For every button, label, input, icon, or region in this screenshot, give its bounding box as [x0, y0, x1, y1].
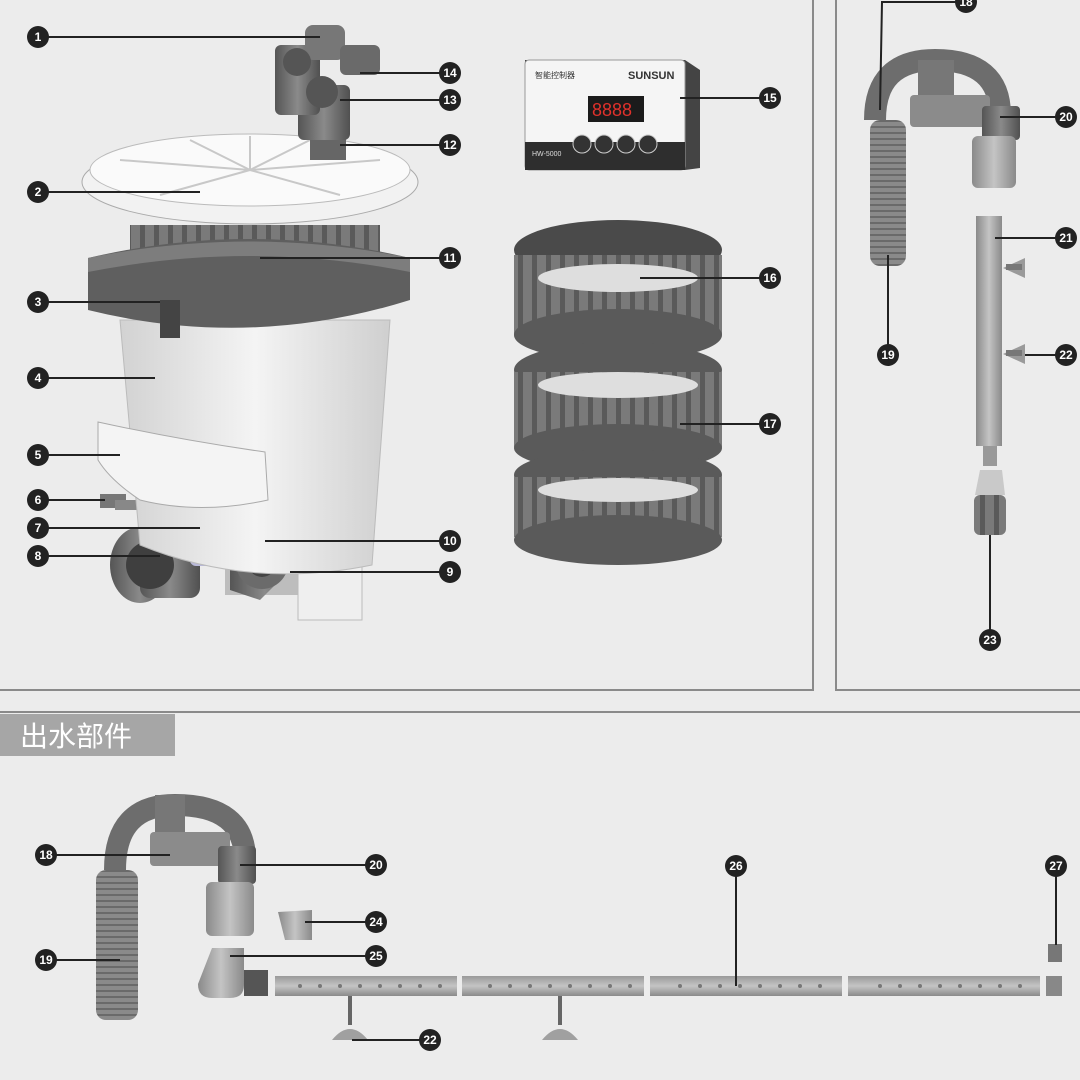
- svg-text:18: 18: [39, 848, 53, 862]
- callouts: 1 2 3 4 5 6 7 8 9 10 11 12 13 14 15 16 1…: [27, 0, 1077, 1051]
- callout-14: 14: [360, 62, 461, 84]
- main-panel-border: [0, 0, 814, 691]
- callout-13: 13: [340, 89, 461, 111]
- svg-text:19: 19: [39, 953, 53, 967]
- callout-19-bottom: 19: [35, 949, 120, 971]
- controller-model: HW-5000: [532, 151, 562, 158]
- callout-15: 15: [680, 87, 781, 109]
- section-title: 出水部件: [20, 720, 132, 753]
- svg-text:7: 7: [35, 521, 42, 535]
- svg-text:1: 1: [35, 30, 42, 44]
- svg-text:24: 24: [369, 915, 383, 929]
- svg-text:22: 22: [1059, 348, 1073, 362]
- svg-text:8: 8: [35, 549, 42, 563]
- callout-3: 3: [27, 291, 160, 313]
- valve-head: [275, 25, 380, 160]
- svg-text:14: 14: [443, 66, 457, 80]
- controller-button-down: [638, 134, 658, 154]
- svg-text:4: 4: [35, 371, 42, 385]
- controller-button-mode: [594, 134, 614, 154]
- svg-text:2: 2: [35, 185, 42, 199]
- callout-18-bottom: 18: [35, 844, 170, 866]
- callout-2: 2: [27, 181, 200, 203]
- callout-18-right: 18: [879, 0, 977, 111]
- callout-22-right: 22: [1025, 344, 1077, 366]
- controller: 智能控制器 SUNSUN 8888 HW-5000: [524, 59, 700, 171]
- canister-body: [119, 319, 391, 575]
- callout-9: 9: [290, 561, 461, 583]
- svg-text:19: 19: [881, 348, 895, 362]
- callout-26-bottom: 26: [725, 855, 747, 986]
- callout-16: 16: [640, 267, 781, 289]
- svg-text:13: 13: [443, 93, 457, 107]
- filter-baskets: [514, 220, 722, 565]
- callout-11: 11: [260, 247, 461, 269]
- svg-text:16: 16: [763, 271, 777, 285]
- svg-text:11: 11: [444, 251, 457, 265]
- svg-text:22: 22: [423, 1033, 437, 1047]
- panels: 出水部件: [0, 0, 1080, 756]
- callout-21-right: 21: [995, 227, 1077, 249]
- controller-display: [588, 96, 644, 122]
- svg-text:12: 12: [443, 138, 457, 152]
- callout-20-bottom: 20: [240, 854, 387, 876]
- callout-8: 8: [27, 545, 160, 567]
- svg-text:5: 5: [35, 448, 42, 462]
- filter-shield: [97, 421, 269, 508]
- callout-7: 7: [27, 517, 200, 539]
- callout-6: 6: [27, 489, 105, 511]
- svg-text:15: 15: [763, 91, 777, 105]
- callout-22-bottom: 22: [352, 1029, 441, 1051]
- svg-text:3: 3: [35, 295, 42, 309]
- callout-1: 1: [27, 26, 320, 48]
- controller-display-digits: 8888: [592, 100, 632, 120]
- svg-text:20: 20: [369, 858, 383, 872]
- controller-title: 智能控制器: [535, 70, 575, 80]
- callout-24-bottom: 24: [305, 911, 387, 933]
- callout-27-bottom: 27: [1045, 855, 1067, 945]
- svg-text:6: 6: [35, 493, 42, 507]
- callout-25-bottom: 25: [230, 945, 387, 967]
- svg-text:18: 18: [959, 0, 973, 9]
- controller-button-up: [616, 134, 636, 154]
- svg-text:9: 9: [447, 565, 454, 579]
- callout-17: 17: [680, 413, 781, 435]
- filter-assembly: [81, 25, 419, 621]
- controller-button-fan: [572, 134, 592, 154]
- controller-brand: SUNSUN: [628, 70, 675, 82]
- svg-text:17: 17: [763, 417, 777, 431]
- svg-text:10: 10: [443, 534, 457, 548]
- callout-23-right: 23: [979, 535, 1001, 651]
- svg-text:20: 20: [1059, 110, 1073, 124]
- callout-4: 4: [27, 367, 155, 389]
- svg-text:27: 27: [1049, 859, 1063, 873]
- basket-1: [514, 220, 722, 361]
- callout-19-right: 19: [877, 255, 899, 366]
- right-panel-parts: [864, 48, 1025, 535]
- callout-20-right: 20: [1000, 106, 1077, 128]
- svg-text:23: 23: [983, 633, 997, 647]
- section-tab: [0, 714, 175, 756]
- callout-10: 10: [265, 530, 461, 552]
- callout-5: 5: [27, 444, 120, 466]
- right-panel-border: [835, 0, 1080, 691]
- basket-3: [514, 449, 722, 565]
- svg-text:26: 26: [729, 859, 743, 873]
- callout-12: 12: [340, 134, 461, 156]
- svg-text:21: 21: [1059, 231, 1073, 245]
- svg-text:25: 25: [369, 949, 383, 963]
- bottom-panel-parts: [96, 793, 1062, 1040]
